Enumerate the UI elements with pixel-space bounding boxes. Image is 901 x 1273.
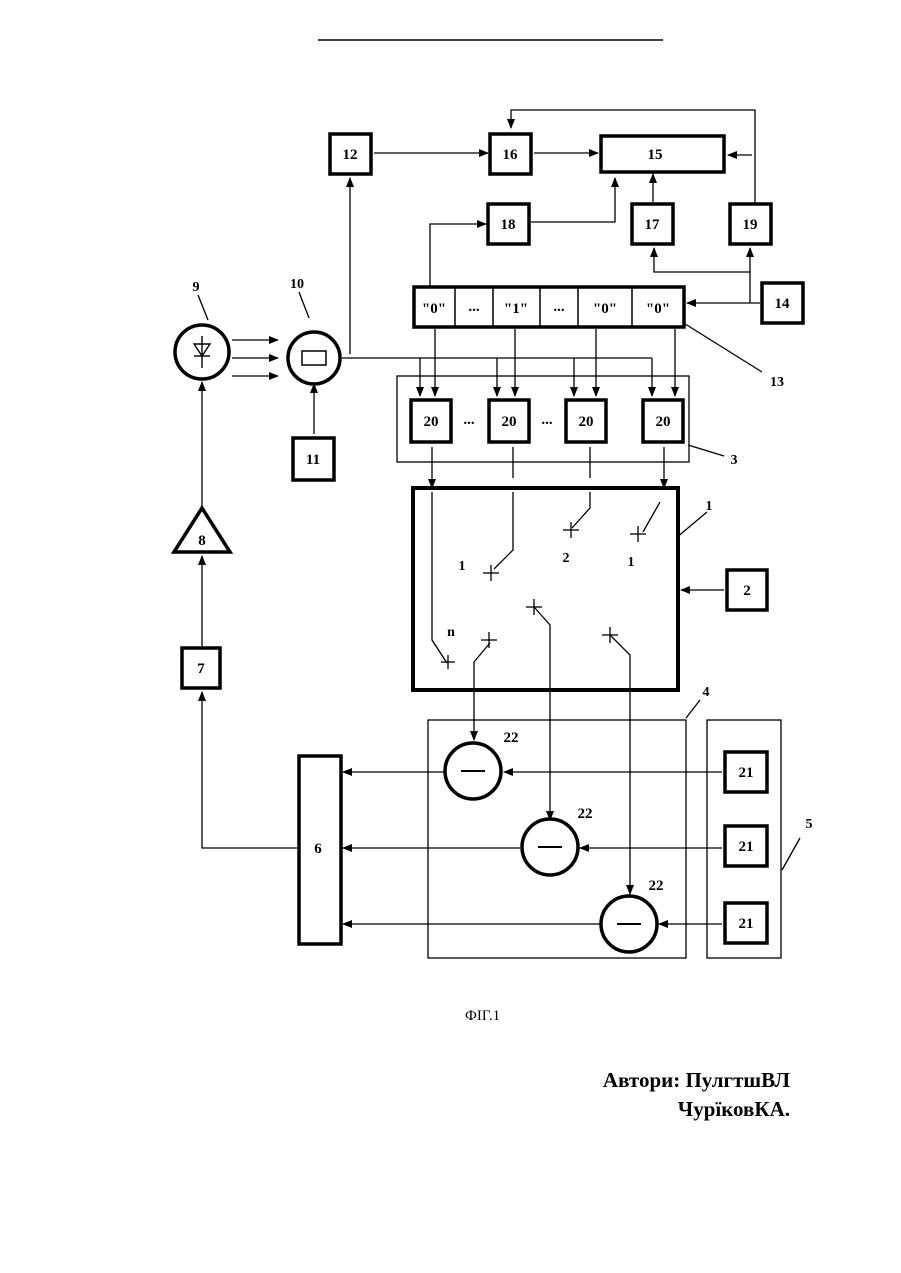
label-22-1: 22 bbox=[504, 730, 519, 746]
label-21-3: 21 bbox=[739, 916, 754, 932]
node-label-1-right: 1 bbox=[628, 555, 635, 570]
label-22-3: 22 bbox=[649, 878, 664, 894]
register-cell-6: "0" bbox=[646, 301, 670, 317]
label-17: 17 bbox=[645, 217, 661, 233]
authors-line-1: Автори: ПулгтшВЛ bbox=[560, 1066, 790, 1095]
label-2: 2 bbox=[743, 583, 751, 599]
register-cell-2: ... bbox=[468, 299, 480, 315]
ref-13: 13 bbox=[770, 375, 784, 390]
label-20-3: 20 bbox=[579, 414, 594, 430]
comparator-ellipsis-1: ... bbox=[463, 412, 475, 428]
label-6: 6 bbox=[314, 841, 322, 857]
register-cell-3: "1" bbox=[504, 301, 528, 317]
node-label-n: n bbox=[447, 625, 455, 640]
label-16: 16 bbox=[503, 147, 519, 163]
node-label-1-left: 1 bbox=[459, 559, 466, 574]
register-cell-4: ... bbox=[553, 299, 565, 315]
label-20-2: 20 bbox=[502, 414, 517, 430]
figure-caption: ФІГ.1 bbox=[465, 1008, 500, 1025]
label-19: 19 bbox=[743, 217, 758, 233]
label-22-2: 22 bbox=[578, 806, 593, 822]
label-14: 14 bbox=[775, 296, 791, 312]
label-8: 8 bbox=[198, 533, 206, 549]
ref-3: 3 bbox=[731, 453, 738, 468]
register-cell-5: "0" bbox=[593, 301, 617, 317]
register-cell-1: "0" bbox=[422, 301, 446, 317]
sensor-array-1 bbox=[413, 488, 678, 690]
label-18: 18 bbox=[501, 217, 516, 233]
ref-4: 4 bbox=[703, 685, 710, 700]
label-7: 7 bbox=[197, 661, 205, 677]
ref-5: 5 bbox=[806, 817, 813, 832]
label-21-2: 21 bbox=[739, 839, 754, 855]
authors-line-2: ЧурїковКА. bbox=[560, 1095, 790, 1124]
label-20-1: 20 bbox=[424, 414, 439, 430]
node-label-2: 2 bbox=[563, 551, 570, 566]
label-12: 12 bbox=[343, 147, 358, 163]
label-11: 11 bbox=[306, 452, 320, 468]
ref-1: 1 bbox=[706, 499, 713, 514]
label-20-4: 20 bbox=[656, 414, 671, 430]
authors-block: Автори: ПулгтшВЛ ЧурїковКА. bbox=[560, 1066, 790, 1124]
ref-10: 10 bbox=[290, 277, 304, 292]
block-diagram: 12 16 15 18 17 19 14 11 2 7 8 6 20 20 20… bbox=[0, 0, 901, 1000]
label-15: 15 bbox=[648, 147, 663, 163]
ref-9: 9 bbox=[193, 280, 200, 295]
photodetector-10 bbox=[288, 332, 340, 384]
label-21-1: 21 bbox=[739, 765, 754, 781]
block-15 bbox=[601, 136, 724, 172]
comparator-ellipsis-2: ... bbox=[541, 412, 553, 428]
